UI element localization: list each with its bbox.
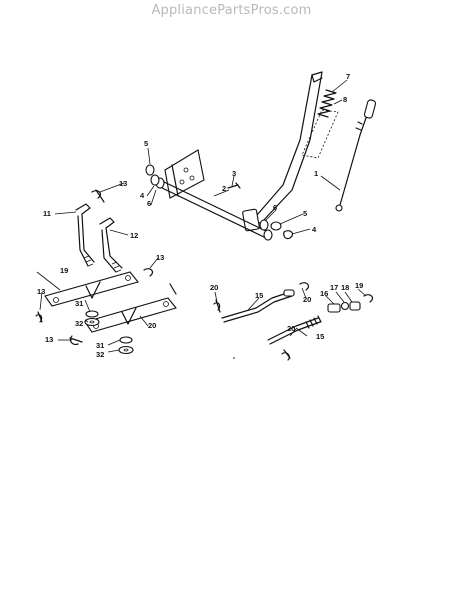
callout-31-lower: 31 xyxy=(96,341,104,350)
callout-16: 16 xyxy=(320,289,328,298)
callout-2: 2 xyxy=(222,184,226,193)
adjuster-parts-16-17-18 xyxy=(327,301,361,313)
callout-labels: 7 8 1 3 5 2 4 6 13 11 12 6 5 4 13 19 13 … xyxy=(37,72,363,359)
cable-part-15-lower xyxy=(267,315,322,345)
rod-part-1 xyxy=(335,99,377,212)
callout-20-right: 19 xyxy=(355,281,363,290)
clip-part-13-right xyxy=(143,268,177,295)
callout-1: 1 xyxy=(314,169,318,178)
callout-13-right: 13 xyxy=(156,253,164,262)
bushing-part-5-right xyxy=(270,221,282,231)
callout-20-left: 20 xyxy=(210,283,218,292)
callout-15-upper: 15 xyxy=(255,291,263,300)
callout-11: 11 xyxy=(43,209,51,218)
bushing-part-5-left xyxy=(145,164,155,176)
clip-part-13-left xyxy=(35,311,43,323)
spring-part-8 xyxy=(317,89,337,118)
callout-32-lower: 32 xyxy=(96,350,104,359)
washer-part-31-upper xyxy=(85,310,99,318)
callout-6-right: 6 xyxy=(273,203,277,212)
washer-part-31-lower xyxy=(119,336,133,344)
link-plate-part-19-upper xyxy=(44,271,139,307)
callout-20-lower: 20 xyxy=(287,324,295,333)
link-plate-part-19-lower xyxy=(84,297,177,333)
lift-handle xyxy=(242,71,323,232)
cable-part-15-upper xyxy=(221,289,295,323)
lift-arm-part-12 xyxy=(99,217,123,273)
callout-4-right: 4 xyxy=(312,225,317,234)
callout-13-top: 13 xyxy=(119,179,127,188)
callout-13-left: 13 xyxy=(37,287,45,296)
clip-part-4-right xyxy=(283,230,294,240)
callout-8: 8 xyxy=(343,95,347,104)
site-watermark: AppliancePartsPros.com xyxy=(151,3,312,18)
handle-grip-outline xyxy=(301,109,339,159)
callout-31-upper: 31 xyxy=(75,299,83,308)
clip-part-13-lower-left xyxy=(69,335,83,345)
callout-17: 17 xyxy=(330,283,338,292)
callout-18: 18 xyxy=(341,283,349,292)
callout-19-lower: 20 xyxy=(148,321,156,330)
callout-6-left: 6 xyxy=(147,199,151,208)
washer-part-32-lower xyxy=(118,345,134,355)
bushing-part-6-right xyxy=(259,219,269,231)
bushing-part-6-left xyxy=(150,174,160,186)
callout-15-lower: 15 xyxy=(316,332,324,341)
callout-32-upper: 32 xyxy=(75,319,83,328)
callout-13-lower: 13 xyxy=(45,335,53,344)
mounting-bracket xyxy=(164,149,205,199)
lift-arm-part-11 xyxy=(75,203,95,267)
pin-part-3 xyxy=(227,182,241,189)
callout-19-upper: 19 xyxy=(60,266,68,275)
callout-leaders xyxy=(36,79,367,353)
callout-3: 3 xyxy=(232,169,236,178)
stray-dot xyxy=(233,357,235,359)
washer-part-32-upper xyxy=(84,317,100,327)
callout-4-left: 4 xyxy=(140,191,145,200)
clip-part-13-top xyxy=(91,189,105,203)
callout-5-right: 5 xyxy=(303,209,307,218)
callout-20-center: 20 xyxy=(303,295,311,304)
callout-12: 12 xyxy=(130,231,138,240)
callout-7: 7 xyxy=(346,72,350,81)
callout-5-left: 5 xyxy=(144,139,148,148)
